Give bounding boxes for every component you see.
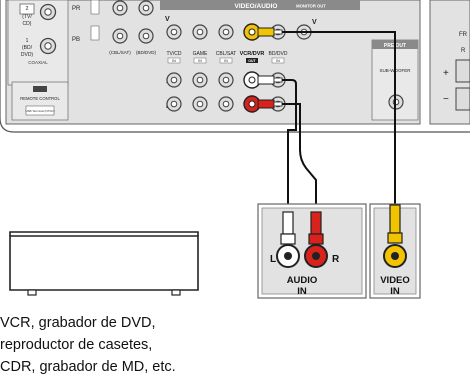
input-label-vcr-dvr: VCR/DVR <box>240 51 265 57</box>
audio-in-box: L R AUDIO IN <box>257 203 367 299</box>
device-caption: VCR, grabador de DVD, reproductor de cas… <box>0 312 300 378</box>
receiver-rear-panel: 2 (TV/ CD) 1 (BD/ DVD) COAXIAL REMOTE CO… <box>0 0 470 133</box>
input-label-game: GAME <box>193 51 208 57</box>
pb-label: PB <box>72 37 80 43</box>
digital-in-2-tv-label: (TV/ <box>22 14 32 20</box>
speaker-terminal-block: FR R + − <box>429 0 470 125</box>
component-cbl-sat-label: (CBL/SAT) <box>109 50 131 55</box>
audio-in-l-label: L <box>270 254 276 265</box>
component-bd-dvd-label: (BD/DVD) <box>136 50 157 55</box>
caption-line-2: reproductor de casetes, <box>0 337 153 353</box>
front-r-label: R <box>461 48 466 54</box>
audio-label: AUDIO <box>287 275 318 286</box>
digital-in-1-label: 1 <box>26 38 29 44</box>
external-device-illustration <box>9 231 199 296</box>
caption-line-3: CDR, grabador de MD, etc. <box>0 359 176 375</box>
video-cable <box>282 31 396 205</box>
input-label-bd-dvd: BD/DVD <box>269 51 288 57</box>
svg-text:IN: IN <box>172 59 176 63</box>
cables <box>282 31 396 212</box>
input-label-tv-cd: TV/CD <box>167 51 182 57</box>
plus-sign: + <box>443 68 449 79</box>
component-video-block: PR PB (CBL/SAT) (BD/DVD) <box>72 0 157 55</box>
digital-in-2-cd-label: CD) <box>23 21 32 27</box>
monitor-v-label: V <box>312 19 317 26</box>
digital-input-block: 2 (TV/ CD) 1 (BD/ DVD) COAXIAL <box>7 0 69 86</box>
v-label: V <box>165 16 170 23</box>
video-in-label: IN <box>390 286 400 297</box>
remote-usb-block: REMOTE CONTROL USB Terminal (NTSC) <box>11 81 69 121</box>
vcr-out-tag: OUT <box>248 59 256 63</box>
digital-in-2-label: 2 <box>26 6 29 12</box>
digital-in-1-dvd-label: DVD) <box>21 52 34 58</box>
input-labels: TV/CD GAME CBL/SAT VCR/DVR BD/DVD IN IN … <box>167 51 288 64</box>
video-audio-header: VIDEO/AUDIO <box>235 3 278 10</box>
digital-in-1-bd-label: (BD/ <box>22 45 33 51</box>
audio-in-r-label: R <box>332 254 340 265</box>
audio-right-cable <box>282 103 317 212</box>
minus-sign: − <box>443 94 449 105</box>
usb-terminal-label: USB Terminal (NTSC) <box>25 109 54 113</box>
video-in-box: VIDEO IN <box>369 203 421 299</box>
receiver-side-plugs <box>257 27 283 109</box>
coaxial-label: COAXIAL <box>28 60 48 65</box>
input-label-cbl-sat: CBL/SAT <box>216 51 236 57</box>
remote-control-label: REMOTE CONTROL <box>20 96 60 101</box>
audio-left-cable <box>282 79 297 212</box>
pr-label: PR <box>72 6 81 12</box>
video-label: VIDEO <box>380 275 410 286</box>
svg-text:IN: IN <box>198 59 202 63</box>
audio-in-label: IN <box>297 286 307 297</box>
front-label: FR <box>459 32 468 38</box>
svg-text:IN: IN <box>276 59 280 63</box>
monitor-out-header: MONITOR OUT <box>296 4 326 9</box>
caption-line-1: VCR, grabador de DVD, <box>0 315 156 331</box>
svg-text:IN: IN <box>224 59 228 63</box>
